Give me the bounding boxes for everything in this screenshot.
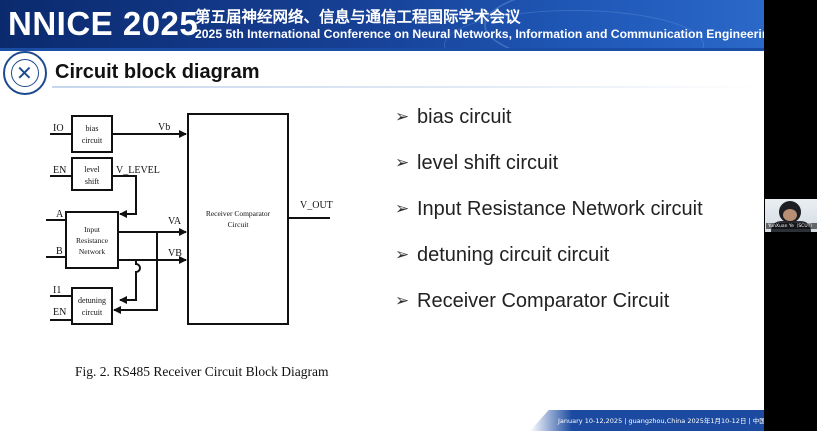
bullet-list: ➢ bias circuit ➢ level shift circuit ➢ Inpu… xyxy=(395,94,703,324)
university-seal-icon: ✕ xyxy=(3,51,47,95)
banner-divider xyxy=(0,48,764,51)
bullet-item: ➢ level shift circuit xyxy=(395,140,703,186)
figure-caption: Fig. 2. RS485 Receiver Circuit Block Dia… xyxy=(75,364,329,379)
conference-title-cn: 第五届神经网络、信息与通信工程国际学术会议 xyxy=(195,8,521,26)
vb-detune-wire xyxy=(119,260,141,304)
bias-label-2: circuit xyxy=(82,136,103,145)
vout-label: V_OUT xyxy=(300,200,333,211)
title-divider xyxy=(52,86,764,88)
va-label: VA xyxy=(168,216,182,227)
comparator-label-1: Receiver Comparator xyxy=(206,209,271,218)
footer-text: January 10-12,2025 | guangzhou,China 202… xyxy=(558,417,764,425)
conference-banner: NNICE 2025 第五届神经网络、信息与通信工程国际学术会议 2025 5t… xyxy=(0,0,764,48)
level-label-2: shift xyxy=(85,177,100,186)
vb-label: VB xyxy=(168,248,182,259)
bullet-text: bias circuit xyxy=(417,105,512,128)
bullet-text: Receiver Comparator Circuit xyxy=(417,289,670,312)
receiver-comparator-block xyxy=(187,113,289,325)
en1-label: EN xyxy=(53,165,66,176)
arrow-bullet-icon: ➢ xyxy=(395,291,410,310)
bullet-text: detuning circuit circuit xyxy=(417,243,610,266)
arrow-bullet-icon: ➢ xyxy=(395,107,410,126)
footer-bar xyxy=(530,410,764,431)
level-shift-block xyxy=(71,157,113,191)
comparator-label-2: Circuit xyxy=(228,220,250,229)
slide-title: Circuit block diagram xyxy=(55,61,260,83)
vlevel-wire xyxy=(112,175,137,218)
webcam-name-label: YunXuan Ye（SCUT） xyxy=(766,223,817,229)
en2-label: EN xyxy=(53,307,66,318)
va-detune-wire xyxy=(113,232,158,314)
slide: NNICE 2025 第五届神经网络、信息与通信工程国际学术会议 2025 5t… xyxy=(0,0,764,431)
bullet-item: ➢ Receiver Comparator Circuit xyxy=(395,278,703,324)
vb-top-label: Vb xyxy=(158,122,170,133)
detuning-label-2: circuit xyxy=(82,308,103,317)
bullet-item: ➢ detuning circuit circuit xyxy=(395,232,703,278)
arrow-bullet-icon: ➢ xyxy=(395,199,410,218)
circuit-block-diagram: IO EN A B I1 EN bias circuit level shift… xyxy=(46,113,333,325)
i1-label: I1 xyxy=(53,285,61,296)
webcam-thumbnail[interactable]: YunXuan Ye（SCUT） xyxy=(765,199,817,232)
bullet-item: ➢ bias circuit xyxy=(395,94,703,140)
conference-title: NNICE 2025 xyxy=(8,5,199,42)
bias-label-1: bias xyxy=(86,124,99,133)
a-label: A xyxy=(56,209,64,220)
detuning-label-1: detuning xyxy=(78,296,106,305)
input-label-1: Input xyxy=(84,225,101,234)
vlevel-label: V_LEVEL xyxy=(116,165,160,176)
arrow-bullet-icon: ➢ xyxy=(395,245,410,264)
conference-title-en: 2025 5th International Conference on Neu… xyxy=(195,27,764,41)
input-label-3: Network xyxy=(79,247,105,256)
level-label-1: level xyxy=(84,165,100,174)
bullet-item: ➢ Input Resistance Network circuit xyxy=(395,186,703,232)
bullet-text: level shift circuit xyxy=(417,151,559,174)
bullet-text: Input Resistance Network circuit xyxy=(417,197,703,220)
detuning-circuit-block xyxy=(71,287,113,325)
input-resistance-block xyxy=(65,211,119,269)
input-label-2: Resistance xyxy=(76,236,109,245)
bias-circuit-block xyxy=(71,115,113,153)
b-label: B xyxy=(56,246,63,257)
io-label: IO xyxy=(53,123,64,134)
arrow-bullet-icon: ➢ xyxy=(395,153,410,172)
